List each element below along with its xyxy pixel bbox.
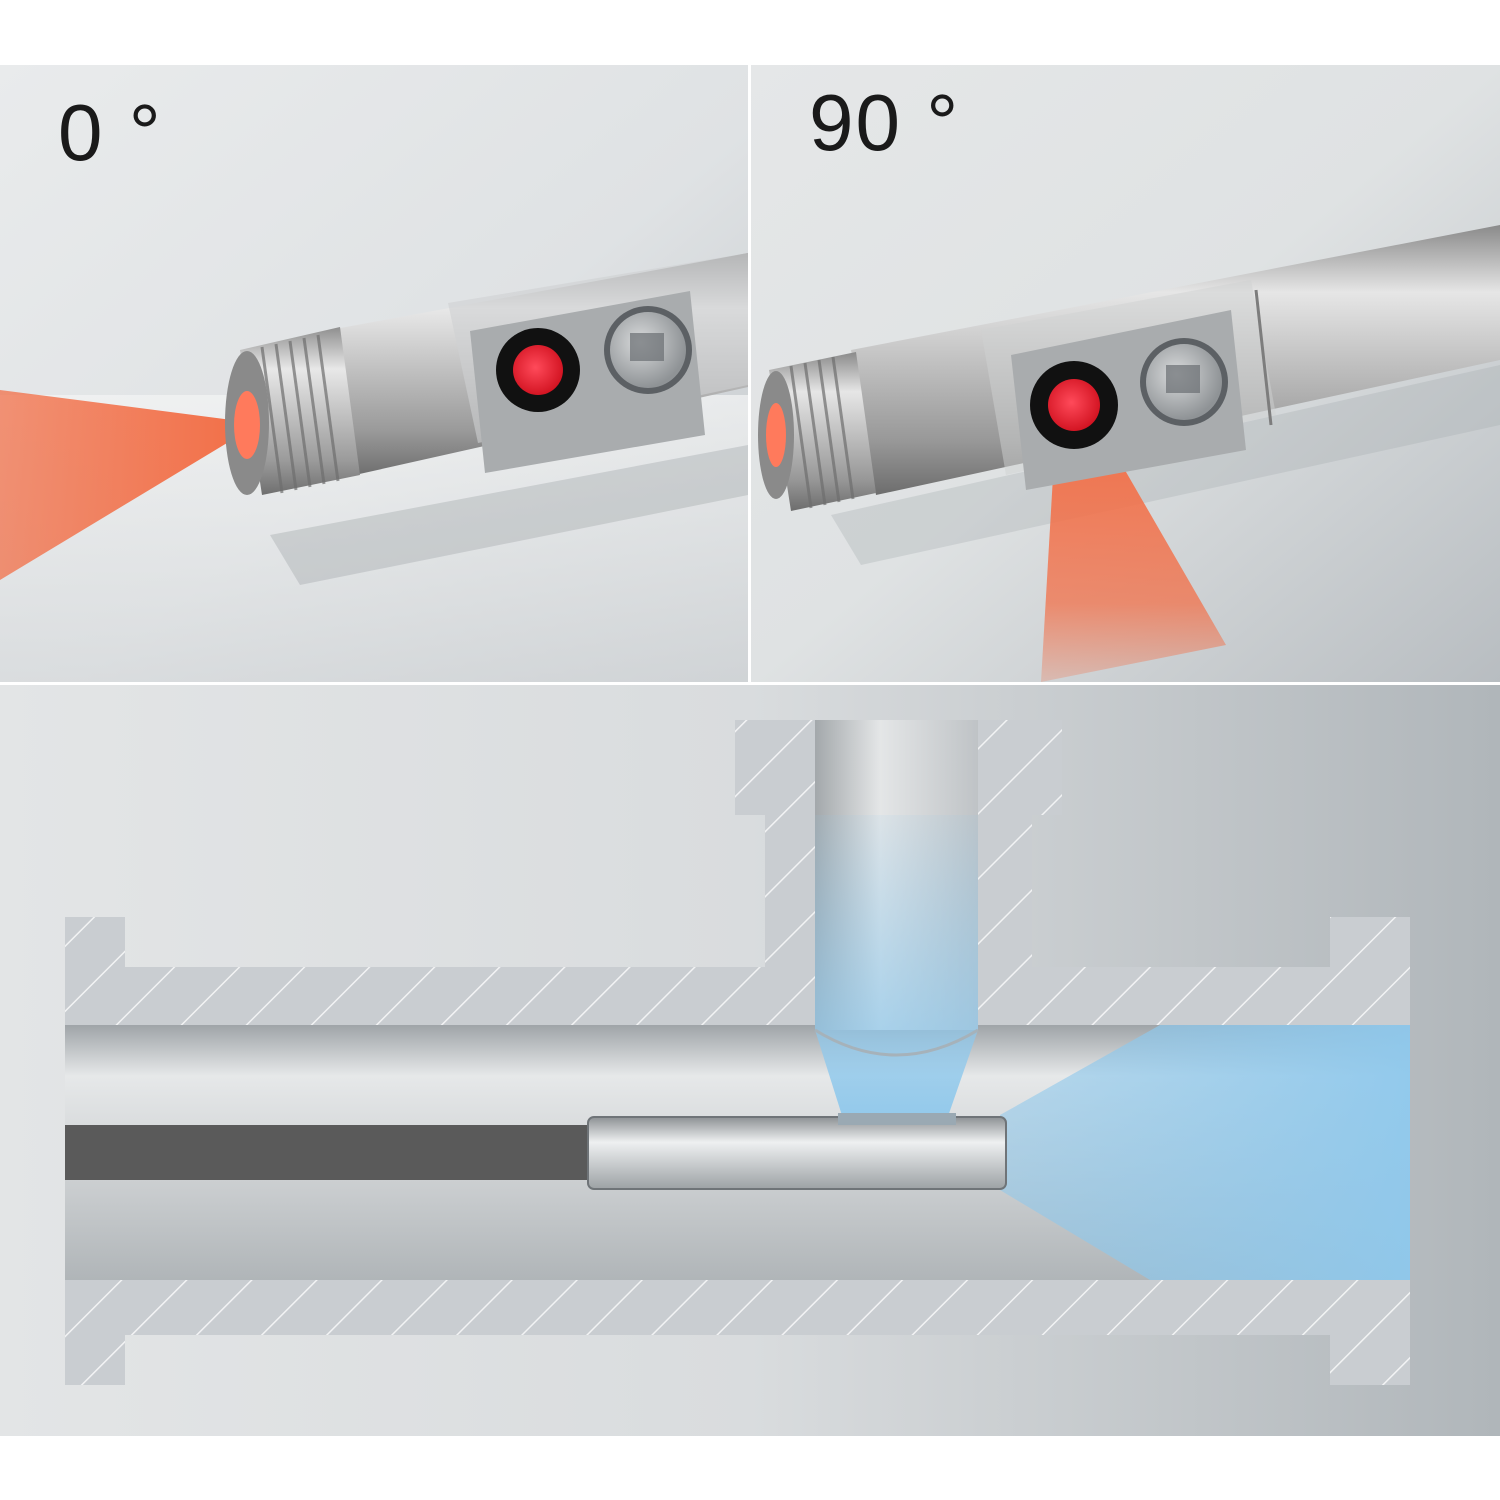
branch-light [815,815,978,1125]
side-forward-emitter [766,403,786,467]
forward-view-illustration [0,65,748,682]
probe-head [587,1116,1007,1190]
pipe-cross-section-diagram [0,685,1500,1436]
panel-side-view: 90 ° [751,65,1500,682]
side-view-illustration [751,65,1500,682]
probe-forward [225,253,748,495]
angle-label-0: 0 ° [58,88,163,177]
angle-label-90: 90 ° [809,78,961,167]
forward-light-cone [1000,1025,1410,1280]
red-laser-lens-side [1048,379,1100,431]
forward-light-beam [0,390,232,580]
forward-emitter [234,391,260,459]
probe-cable [65,1125,595,1180]
probe-side [758,225,1500,511]
side-light-beam [1041,420,1226,682]
panel-pipe-cross-section [0,685,1500,1436]
panel-forward-view: 0 ° [0,65,748,682]
red-laser-lens [513,345,563,395]
